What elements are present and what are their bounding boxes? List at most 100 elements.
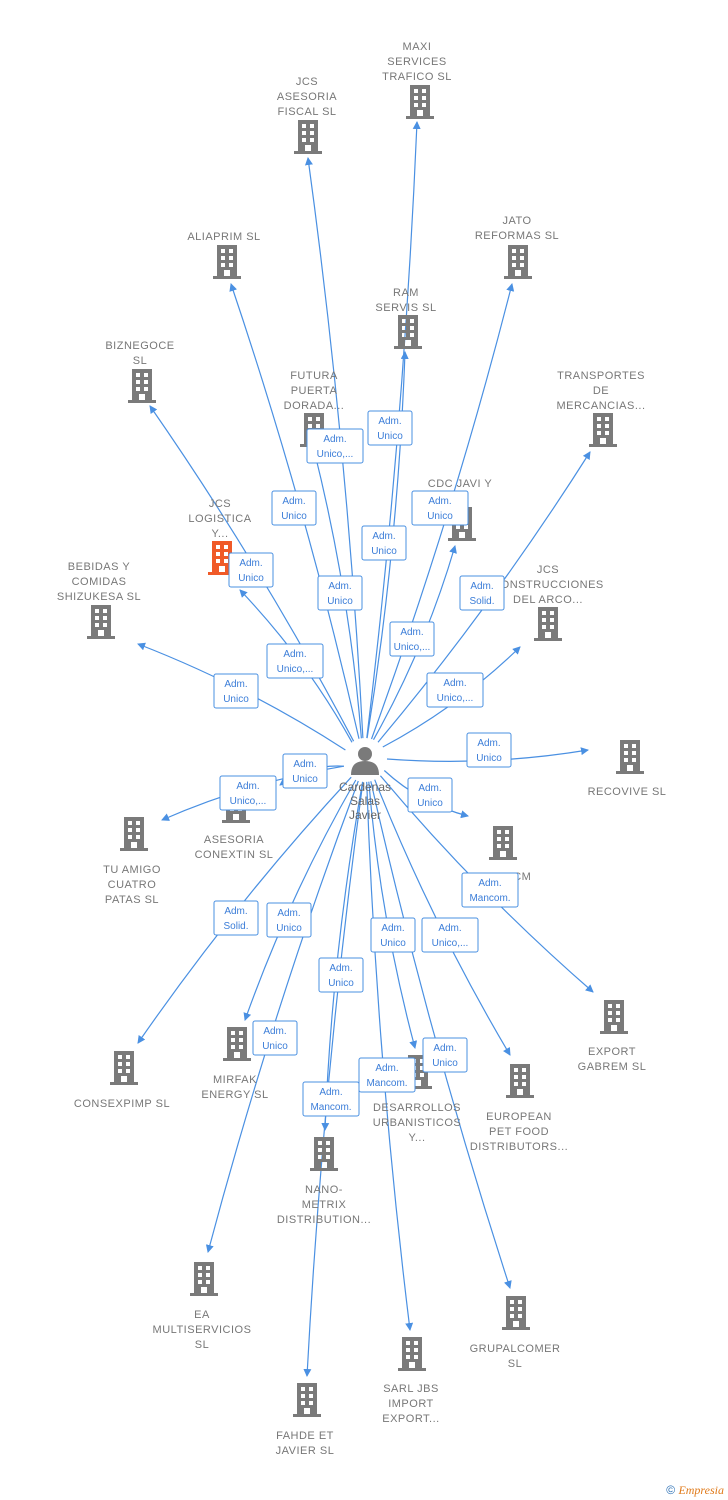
role-badge-biznegoce[interactable]: Adm.Unico,... (266, 643, 324, 679)
role-badge-bebidas[interactable]: Adm.Unico (213, 673, 259, 709)
company-name-line: ENERGY SL (201, 1089, 268, 1101)
building-icon (616, 740, 644, 774)
role-badge-mirfak[interactable]: Adm.Unico (252, 1020, 298, 1056)
company-node-consexpimp[interactable]: CONSEXPIMP SL (74, 1051, 170, 1110)
role-badge-tu-amigo[interactable]: Adm.Unico,... (219, 775, 277, 811)
building-icon (213, 245, 241, 279)
building-icon (589, 413, 617, 447)
role-badge-nano[interactable]: Adm.Mancom. (302, 1081, 360, 1117)
role-badge-asesoria-conextin[interactable]: Adm.Unico (282, 753, 328, 789)
company-name-line: EXPORT... (382, 1413, 439, 1425)
company-name[interactable]: ALIAPRIM SL (187, 231, 260, 243)
building-icon (190, 1262, 218, 1296)
role-badge-european[interactable]: Adm.Unico,... (421, 917, 479, 953)
role-text: Unico (371, 546, 397, 557)
role-badge-jcs-asesoria[interactable]: Adm.Unico (271, 490, 317, 526)
role-text: Unico (380, 938, 406, 949)
role-badge-ram[interactable]: Adm.Unico (361, 525, 407, 561)
company-node-european[interactable]: EUROPEAN PET FOOD DISTRIBUTORS... (470, 1064, 568, 1153)
role-box (228, 552, 274, 588)
company-name-line: DISTRIBUTORS... (470, 1141, 568, 1153)
role-text: Adm. (443, 678, 466, 689)
role-badge-futura[interactable]: Adm.Unico,... (306, 428, 364, 464)
role-badge-ea[interactable]: Adm.Unico (266, 902, 312, 938)
role-badge-oem[interactable]: Adm.Unico (407, 777, 453, 813)
role-badge-fahde[interactable]: Adm.Unico (318, 957, 364, 993)
company-name-line: PET FOOD (489, 1126, 549, 1138)
company-name-line: CONSEXPIMP SL (74, 1098, 170, 1110)
role-text: Adm. (224, 906, 247, 917)
company-node-aliaprim[interactable]: ALIAPRIM SL (187, 231, 260, 279)
role-badge-cdc[interactable]: Adm.Unico,... (389, 621, 435, 657)
role-badge-consexpimp[interactable]: Adm.Solid. (213, 900, 259, 936)
role-badge-aliaprim[interactable]: Adm.Unico (317, 575, 363, 611)
role-box (318, 957, 364, 993)
company-name[interactable]: EUROPEAN PET FOOD DISTRIBUTORS... (470, 1111, 568, 1153)
role-badge-jcs-construcciones[interactable]: Adm.Unico,... (426, 672, 484, 708)
role-badge-transportes[interactable]: Adm.Solid. (459, 575, 505, 611)
role-box (370, 917, 416, 953)
role-badge-desarrollos[interactable]: Adm.Unico (370, 917, 416, 953)
building-icon (128, 369, 156, 403)
role-badge-recovive[interactable]: Adm.Unico (466, 732, 512, 768)
role-badge-grupalcomer[interactable]: Adm.Unico (422, 1037, 468, 1073)
company-name[interactable]: CONSEXPIMP SL (74, 1098, 170, 1110)
role-badge-sarl[interactable]: Adm.Mancom. (358, 1057, 416, 1093)
empresia-logo[interactable]: Empresia (678, 1483, 724, 1497)
role-badge-jato[interactable]: Adm.Unico (411, 490, 469, 526)
role-text: Adm. (224, 679, 247, 690)
role-badge-export-gabrem[interactable]: Adm.Mancom. (461, 872, 519, 908)
company-name[interactable]: RECOVIVE SL (588, 786, 667, 798)
role-badge-maxi[interactable]: Adm.Unico (367, 410, 413, 446)
role-box (213, 673, 259, 709)
role-badge-jcs-logistica[interactable]: Adm.Unico (228, 552, 274, 588)
role-text: Mancom. (366, 1078, 407, 1089)
company-name-line: EUROPEAN (486, 1111, 552, 1123)
role-text: Unico (328, 978, 354, 989)
company-node-recovive[interactable]: RECOVIVE SL (588, 740, 667, 798)
role-box (266, 902, 312, 938)
